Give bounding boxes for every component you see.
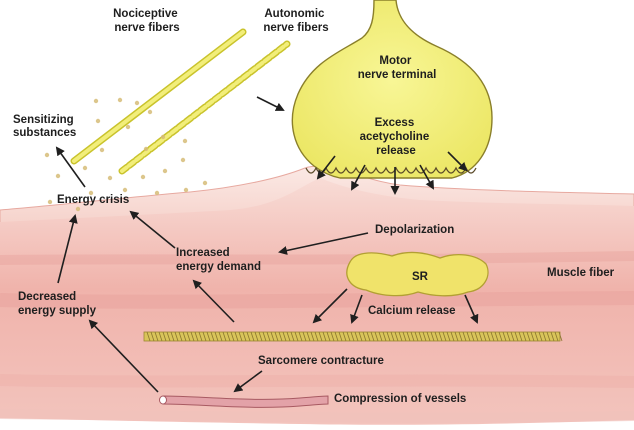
label-sr: SR bbox=[412, 271, 429, 283]
arrow-icon bbox=[256, 96, 285, 111]
arrow-icon bbox=[312, 288, 348, 324]
label-excess-acetylcholine-release: Excess acetycholine release bbox=[360, 117, 433, 157]
label-decreased-energy-supply: Decreased energy supply bbox=[18, 291, 97, 317]
arrow-icon bbox=[129, 210, 176, 249]
autonomic-nerve-fiber bbox=[118, 40, 291, 175]
arrow-icon bbox=[447, 151, 468, 172]
motor-nerve-terminal bbox=[291, 0, 493, 179]
arrow-icon bbox=[57, 214, 78, 284]
label-sarcomere-contracture: Sarcomere contracture bbox=[258, 355, 384, 367]
label-increased-energy-demand: Increased energy demand bbox=[176, 247, 261, 273]
label-compression-of-vessels: Compression of vessels bbox=[334, 393, 466, 405]
arrow-icon bbox=[350, 294, 363, 324]
arrow-icon bbox=[233, 370, 263, 393]
sarcomere-bar bbox=[143, 331, 563, 342]
arrows bbox=[55, 96, 479, 393]
sarcoplasmic-reticulum bbox=[346, 251, 489, 297]
label-calcium-release: Calcium release bbox=[368, 305, 456, 317]
label-motor-nerve-terminal: Motor nerve terminal bbox=[358, 55, 437, 81]
nerve-fibers bbox=[70, 28, 291, 175]
muscle-fiber-body bbox=[0, 178, 634, 425]
arrow-icon bbox=[351, 164, 366, 191]
label-muscle-fiber: Muscle fiber bbox=[547, 267, 615, 279]
label-depolarization: Depolarization bbox=[375, 224, 454, 236]
arrow-icon bbox=[192, 279, 235, 323]
labels: Nociceptive nerve fibers Autonomic nerve… bbox=[13, 8, 615, 405]
label-sensitizing-substances: Sensitizing substances bbox=[13, 114, 77, 139]
compressed-vessel bbox=[159, 395, 329, 408]
nociceptive-nerve-fiber bbox=[70, 28, 247, 165]
arrow-icon bbox=[419, 164, 434, 190]
arrow-icon bbox=[464, 294, 479, 324]
arrow-icon bbox=[316, 155, 336, 180]
label-nociceptive-nerve-fibers: Nociceptive nerve fibers bbox=[113, 8, 181, 34]
label-energy-crisis: Energy crisis bbox=[57, 194, 129, 206]
label-autonomic-nerve-fibers: Autonomic nerve fibers bbox=[263, 8, 328, 34]
arrow-icon bbox=[88, 319, 159, 393]
arrow-icon bbox=[278, 232, 369, 255]
synaptic-folds bbox=[305, 166, 477, 174]
arrow-icon bbox=[55, 146, 86, 188]
sensitizing-granules bbox=[44, 97, 208, 212]
